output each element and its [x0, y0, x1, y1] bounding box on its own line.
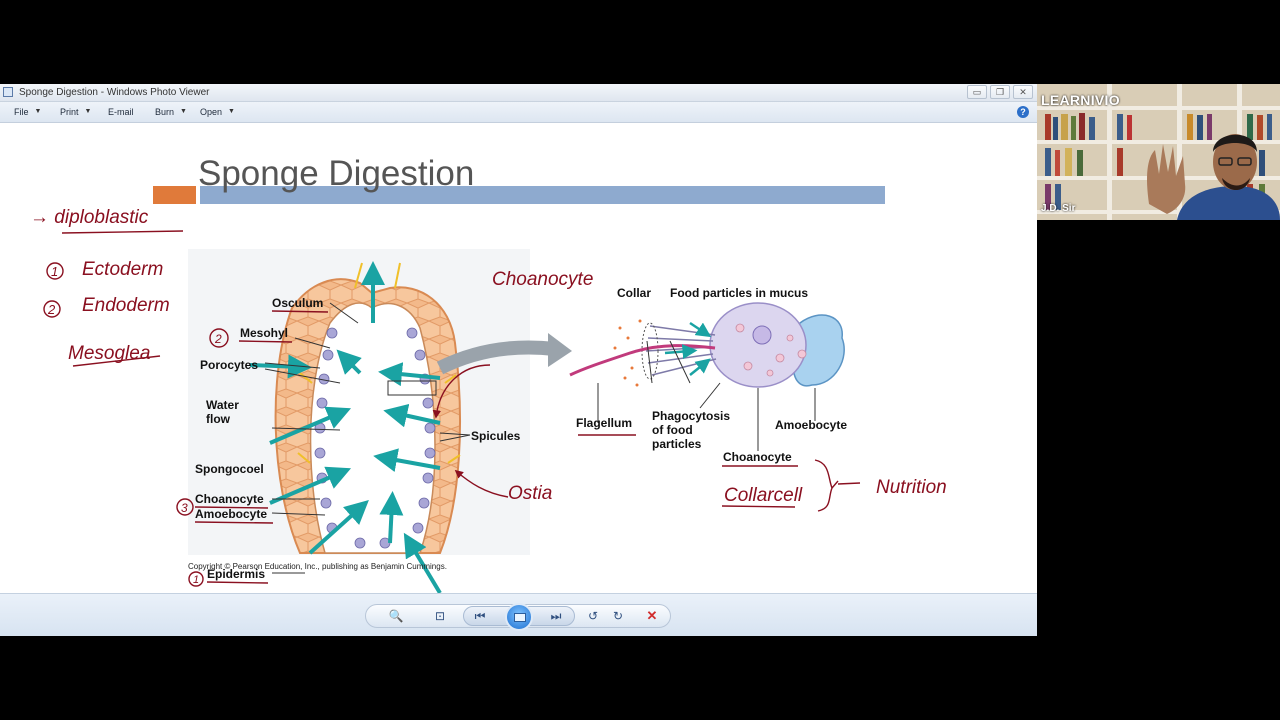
label-epidermis: Epidermis	[207, 567, 265, 581]
detail-leader-lines	[597, 340, 816, 451]
slide-title: Sponge Digestion	[198, 154, 474, 193]
controls-pill: 🔍 ⊡ ⏮ ⏭ ↺ ↻ ✕	[365, 603, 671, 631]
label-osculum: Osculum	[272, 296, 323, 310]
title-bar[interactable]: Sponge Digestion - Windows Photo Viewer …	[0, 84, 1037, 102]
presenter-figure	[1147, 134, 1280, 220]
next-icon[interactable]: ⏭	[550, 609, 562, 623]
menu-bar: File ▼ Print ▼ E-mail Burn ▼ Open ▼ ?	[0, 102, 1037, 123]
label-amoebocyte: Amoebocyte	[195, 507, 267, 521]
menu-email[interactable]: E-mail	[108, 102, 134, 122]
ink-text: → diploblastic 1 2 Ectoderm Endoderm Mes…	[30, 207, 947, 586]
actual-size-icon[interactable]: ⊡	[434, 609, 446, 623]
window-title: Sponge Digestion - Windows Photo Viewer	[19, 87, 210, 98]
ink-circle-3: 3	[181, 501, 188, 515]
slide-canvas: Sponge Digestion	[30, 123, 947, 595]
maximize-button[interactable]: ❐	[990, 85, 1010, 99]
previous-icon[interactable]: ⏮	[474, 609, 486, 623]
brand-logo: LEARNIVIO	[1041, 92, 1120, 108]
particle-arrows	[664, 321, 712, 376]
close-button[interactable]: ✕	[1013, 85, 1033, 99]
food-vacuoles	[735, 323, 807, 377]
delete-icon[interactable]: ✕	[646, 608, 658, 623]
chevron-down-icon: ▼	[84, 108, 92, 115]
label-mesohyl: Mesohyl	[240, 326, 288, 340]
label-porocytes: Porocytes	[200, 358, 258, 372]
choanocyte-lining	[314, 327, 436, 549]
label-spicules: Spicules	[471, 429, 521, 443]
menu-open-label: Open	[200, 107, 223, 117]
title-accent-bar	[200, 186, 885, 204]
detail-arrow	[436, 340, 556, 375]
webcam-scene	[1037, 84, 1280, 220]
spongocoel-cavity	[309, 302, 436, 554]
label-food-particles: Food particles in mucus	[670, 286, 808, 300]
leader-lines	[264, 302, 471, 574]
ink-collarcell: Collarcell	[724, 485, 803, 506]
photo-viewer-window: Sponge Digestion - Windows Photo Viewer …	[0, 84, 1037, 636]
image-viewer-area: Sponge Digestion	[0, 123, 1037, 595]
label-phagocytosis-1: Phagocytosis	[652, 409, 730, 423]
water-flow-arrows	[249, 261, 442, 595]
choanocyte-detail: Collar Food particles in mucus Flagellum…	[569, 286, 847, 464]
ink-endoderm: Endoderm	[82, 295, 170, 316]
title-accent-orange	[153, 186, 196, 204]
copyright-notice: Copyright © Pearson Education, Inc., pub…	[188, 562, 447, 571]
food-particle-dots	[613, 319, 642, 387]
label-choanocyte: Choanocyte	[195, 492, 264, 506]
menu-file[interactable]: File ▼	[14, 102, 41, 122]
ink-num-2: 2	[47, 302, 56, 317]
photo-viewer-icon	[3, 87, 13, 97]
menu-burn-label: Burn	[155, 107, 175, 117]
ink-choanocyte: Choanocyte	[492, 269, 593, 290]
label-choanocyte-detail: Choanocyte	[723, 450, 792, 464]
detail-box	[387, 380, 437, 396]
menu-print[interactable]: Print ▼	[60, 102, 91, 122]
ink-circle-2: 2	[214, 332, 222, 346]
detail-arrow-head	[548, 333, 572, 367]
choanocyte-nucleus	[752, 325, 772, 345]
label-phagocytosis-3: particles	[652, 437, 702, 451]
zoom-icon[interactable]: 🔍	[388, 609, 404, 623]
ink-ostia: Ostia	[508, 483, 552, 504]
chevron-down-icon: ▼	[34, 108, 42, 115]
label-flagellum: Flagellum	[576, 416, 632, 430]
ink-diploblastic: → diploblastic	[30, 207, 149, 228]
ink-mesoglea: Mesoglea	[68, 343, 150, 364]
chevron-down-icon: ▼	[228, 108, 235, 115]
viewer-controls-bar: 🔍 ⊡ ⏮ ⏭ ↺ ↻ ✕	[0, 593, 1037, 636]
label-amoebocyte-detail: Amoebocyte	[775, 418, 847, 432]
label-water: Water	[206, 398, 239, 412]
chevron-down-icon: ▼	[180, 108, 187, 115]
rotate-left-icon[interactable]: ↺	[587, 609, 599, 623]
label-flow: flow	[206, 412, 231, 426]
menu-open[interactable]: Open ▼	[200, 102, 235, 122]
help-icon[interactable]: ?	[1017, 106, 1029, 118]
ink-num-1: 1	[51, 264, 58, 279]
webcam-feed: LEARNIVIO J.D. Sir	[1037, 84, 1280, 220]
presenter-name: J.D. Sir	[1041, 203, 1076, 214]
ink-ectoderm: Ectoderm	[82, 259, 163, 280]
sponge-cross-section: Osculum Mesohyl Porocytes Water flow Spi…	[188, 249, 572, 595]
menu-email-label: E-mail	[108, 107, 134, 117]
menu-print-label: Print	[60, 107, 79, 117]
ink-nutrition: Nutrition	[876, 477, 947, 498]
ink-circle-1: 1	[193, 574, 199, 586]
slideshow-button[interactable]	[505, 603, 533, 631]
menu-file-label: File	[14, 107, 29, 117]
label-phagocytosis-2: of food	[652, 423, 693, 437]
label-collar: Collar	[617, 286, 651, 300]
rotate-right-icon[interactable]: ↻	[612, 609, 624, 623]
minimize-button[interactable]: ▭	[967, 85, 987, 99]
choanocyte-cell	[709, 302, 807, 388]
ink-annotations	[43, 230, 861, 587]
label-spongocoel: Spongocoel	[195, 462, 264, 476]
menu-burn[interactable]: Burn ▼	[155, 102, 187, 122]
